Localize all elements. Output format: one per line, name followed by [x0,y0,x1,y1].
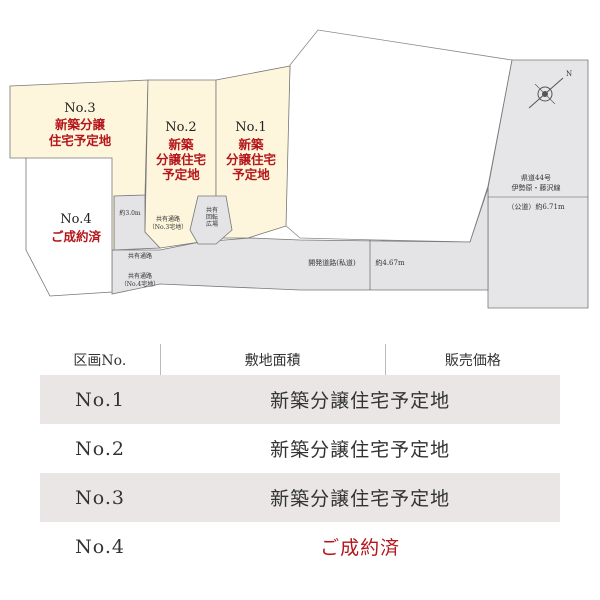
turning-plaza-line2: 回転 [206,213,218,221]
pref-road-line2: 伊勢原・藤沢線 [512,183,561,192]
table-header: 区画No. 敷地面積 販売価格 [40,344,560,375]
site-map: N No.3 新築分譲 住宅予定地 No.2 新築 分譲住宅 予定地 No.1 … [9,29,589,309]
lot-no1-number: No.1 [235,120,266,135]
lot-no4 [25,157,113,297]
shared-road-no4-line1: 共有通路 [128,272,152,280]
dev-road-label: 開発道路(私道) [308,258,356,267]
shared-road-no3-line1: 共有通路 [156,215,180,223]
row-lot-no: No.1 [75,388,126,411]
lot-no3-status-2: 住宅予定地 [49,133,112,148]
north-label: N [566,70,572,78]
shared-road-no4-line2: （No.4宅地） [121,280,159,288]
row-status: ご成約済 [320,537,401,559]
lot-no2-status-2: 分譲住宅 [156,152,207,167]
lot-table: 区画No. 敷地面積 販売価格 No.1 新築分譲住宅予定地 No.2 新築分譲… [40,344,560,571]
lot-no1-status-2: 分譲住宅 [226,152,277,167]
shared-road-no4a: 共有通路 [128,252,152,260]
table-row: No.4 ご成約済 [40,522,560,571]
lot-no2-status-3: 予定地 [162,167,200,182]
lot-no1-status-1: 新築 [238,137,264,152]
row-lot-no: No.3 [75,486,126,509]
row-status: 新築分譲住宅予定地 [270,488,451,510]
turning-plaza-line3: 広場 [206,220,218,228]
header-area: 敷地面積 [159,344,386,375]
width-3m-label: 約3.0m [119,209,141,217]
lot-no3-number: No.3 [64,101,95,116]
table-row: No.3 新築分譲住宅予定地 [40,473,560,522]
pref-road-line1: 県道44号 [521,173,551,182]
header-price: 販売価格 [384,344,560,375]
row-status: 新築分譲住宅予定地 [270,390,451,412]
dev-width-label: 約4.67m [375,258,405,267]
lot-no2-number: No.2 [165,120,196,135]
shared-road-no3-line2: （No.3宅地） [149,223,187,231]
lot-no1-status-3: 予定地 [232,167,270,182]
row-lot-no: No.2 [75,437,126,460]
pref-width-label: （公道）約6.71m [507,202,565,211]
turning-plaza [189,195,233,245]
lot-no4-status-1: ご成約済 [51,229,102,244]
lot-no4-number: No.4 [60,212,91,227]
turning-plaza-line1: 共有 [206,206,218,214]
row-status: 新築分譲住宅予定地 [270,439,451,461]
lot-no2-status-1: 新築 [168,137,194,152]
row-lot-no: No.4 [75,535,126,558]
header-lot-no: 区画No. [73,352,127,369]
north-compass-icon [528,77,564,109]
table-row: No.2 新築分譲住宅予定地 [40,424,560,473]
lot-no3-status-1: 新築分譲 [55,117,106,132]
prefectural-road [487,59,589,309]
neighbour-land [284,29,513,243]
table-row: No.1 新築分譲住宅予定地 [40,375,560,424]
